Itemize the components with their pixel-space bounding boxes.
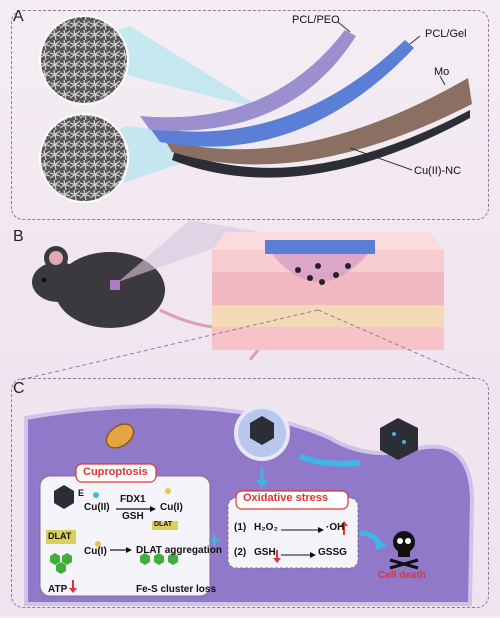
label-dlat-aggregation: DLAT aggregation (136, 545, 222, 556)
label-cu-nc: Cu(II)-NC (414, 165, 462, 177)
label-atp: ATP (48, 584, 68, 595)
panel-b-label: B (13, 228, 24, 245)
label-e: E (78, 488, 85, 498)
zoom-beam-top (84, 26, 265, 110)
mitochondria-icon (105, 423, 135, 449)
panel-a-label: A (13, 8, 24, 25)
pcl-peo-layer (140, 30, 356, 131)
skull-icon (389, 531, 419, 570)
ox-line2-gsh: GSH (254, 547, 276, 558)
ox-line1-oh: ·OH (326, 522, 345, 533)
oxidative-title-bg (235, 490, 349, 510)
ox-line1-h2o2: H₂O₂ (254, 522, 278, 533)
oxidative-title: Oxidative stress (243, 492, 328, 504)
label-cu1-a: Cu(I) (160, 502, 183, 513)
label-dlat: DLAT (48, 531, 72, 541)
cuproptosis-title: Cuproptosis (83, 466, 148, 478)
label-fes: Fe-S cluster loss (136, 584, 217, 595)
panel-c-frame (11, 378, 489, 608)
skin-block (212, 232, 444, 350)
mo-layer (165, 78, 472, 165)
label-cu2: Cu(II) (84, 502, 110, 513)
panel-c-label: C (13, 380, 25, 397)
ox-line1-num: (1) (234, 522, 247, 533)
label-mo: Mo (434, 66, 450, 78)
panel-a-frame (11, 10, 489, 220)
ox-line2-num: (2) (234, 547, 247, 558)
label-fdx1: FDX1 (120, 494, 146, 505)
ox-line2-gssg: GSSG (318, 547, 347, 558)
panel-a-illustration (39, 15, 472, 203)
fe-s-cluster-icon (50, 553, 178, 574)
cell-death-label: Cell death (378, 570, 426, 581)
svg-text:+: + (208, 528, 221, 553)
panel-c-illustration: + (24, 404, 475, 606)
sem-circle-bottom (39, 113, 129, 203)
label-cu1-b: Cu(I) (84, 546, 107, 557)
cu-nc-particle-icon (380, 418, 418, 460)
endosome-icon (234, 405, 290, 461)
sem-circle-top (39, 15, 129, 105)
pcl-gel-layer (150, 40, 414, 147)
label-gsh: GSH (122, 511, 144, 522)
label-dlat-tag: DLAT (154, 521, 173, 528)
cuproptosis-title-bg (75, 463, 157, 483)
label-pcl-peo: PCL/PEO (292, 14, 340, 26)
label-pcl-gel: PCL/Gel (425, 28, 467, 40)
panel-b-illustration (19, 220, 479, 381)
cu-nc-layer (172, 110, 470, 178)
